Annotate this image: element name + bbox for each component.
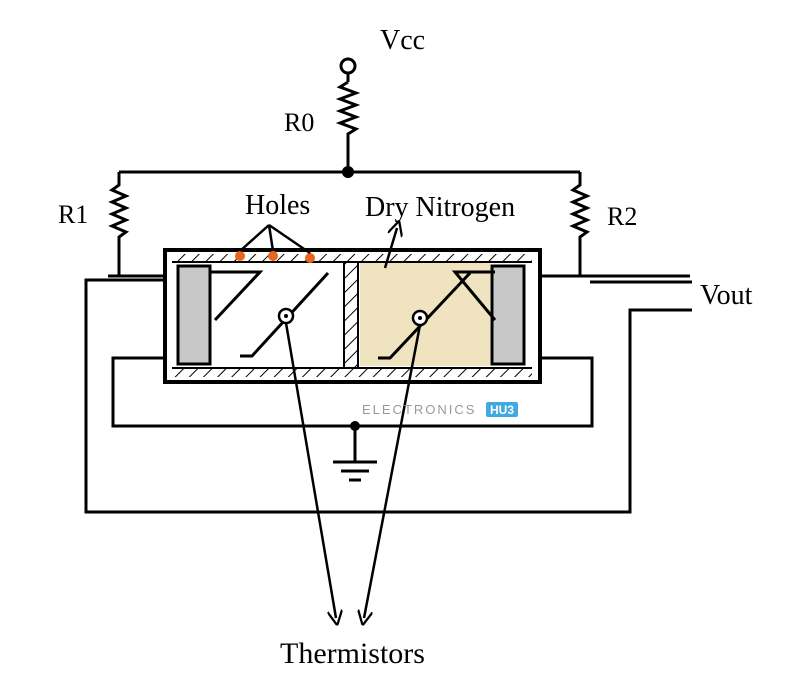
ground-node [350,421,360,431]
divider-wall [343,261,359,369]
vout-wire-bottom [84,278,692,514]
holes-label: Holes [245,190,310,221]
r2-label: R2 [607,202,637,231]
watermark-badge [486,402,518,417]
hole-dot [305,253,315,263]
hole-dot [235,251,245,261]
thermistors-label: Thermistors [280,637,425,670]
electronicshub-watermark: ELECTRONICS HU3 [362,402,518,417]
right-thermistor [378,270,497,360]
right-end-cap [490,264,526,366]
watermark-badge-text: HU3 [490,403,514,417]
r0-resistor [335,80,361,172]
bottom-wall-hatch [172,368,532,377]
vout-label: Vout [700,280,753,311]
dry-nitrogen-label: Dry Nitrogen [365,192,515,223]
r0-label: R0 [284,108,314,137]
ground-symbol [333,460,377,482]
left-thermistor [210,270,330,358]
hole-dots [235,223,315,263]
watermark-text: ELECTRONICS [362,402,476,417]
r2-resistor [569,172,591,276]
nitrogen-arrow [383,228,397,269]
vcc-label: Vcc [380,25,425,56]
top-wall-hatch [172,254,532,262]
r1-resistor [108,172,130,276]
left-end-cap [176,264,212,366]
hole-dot [268,251,278,261]
r1-label: R1 [58,200,88,229]
vcc-terminal [339,57,357,82]
thermistor-pointers [284,322,422,618]
sensor-housing [163,248,542,384]
